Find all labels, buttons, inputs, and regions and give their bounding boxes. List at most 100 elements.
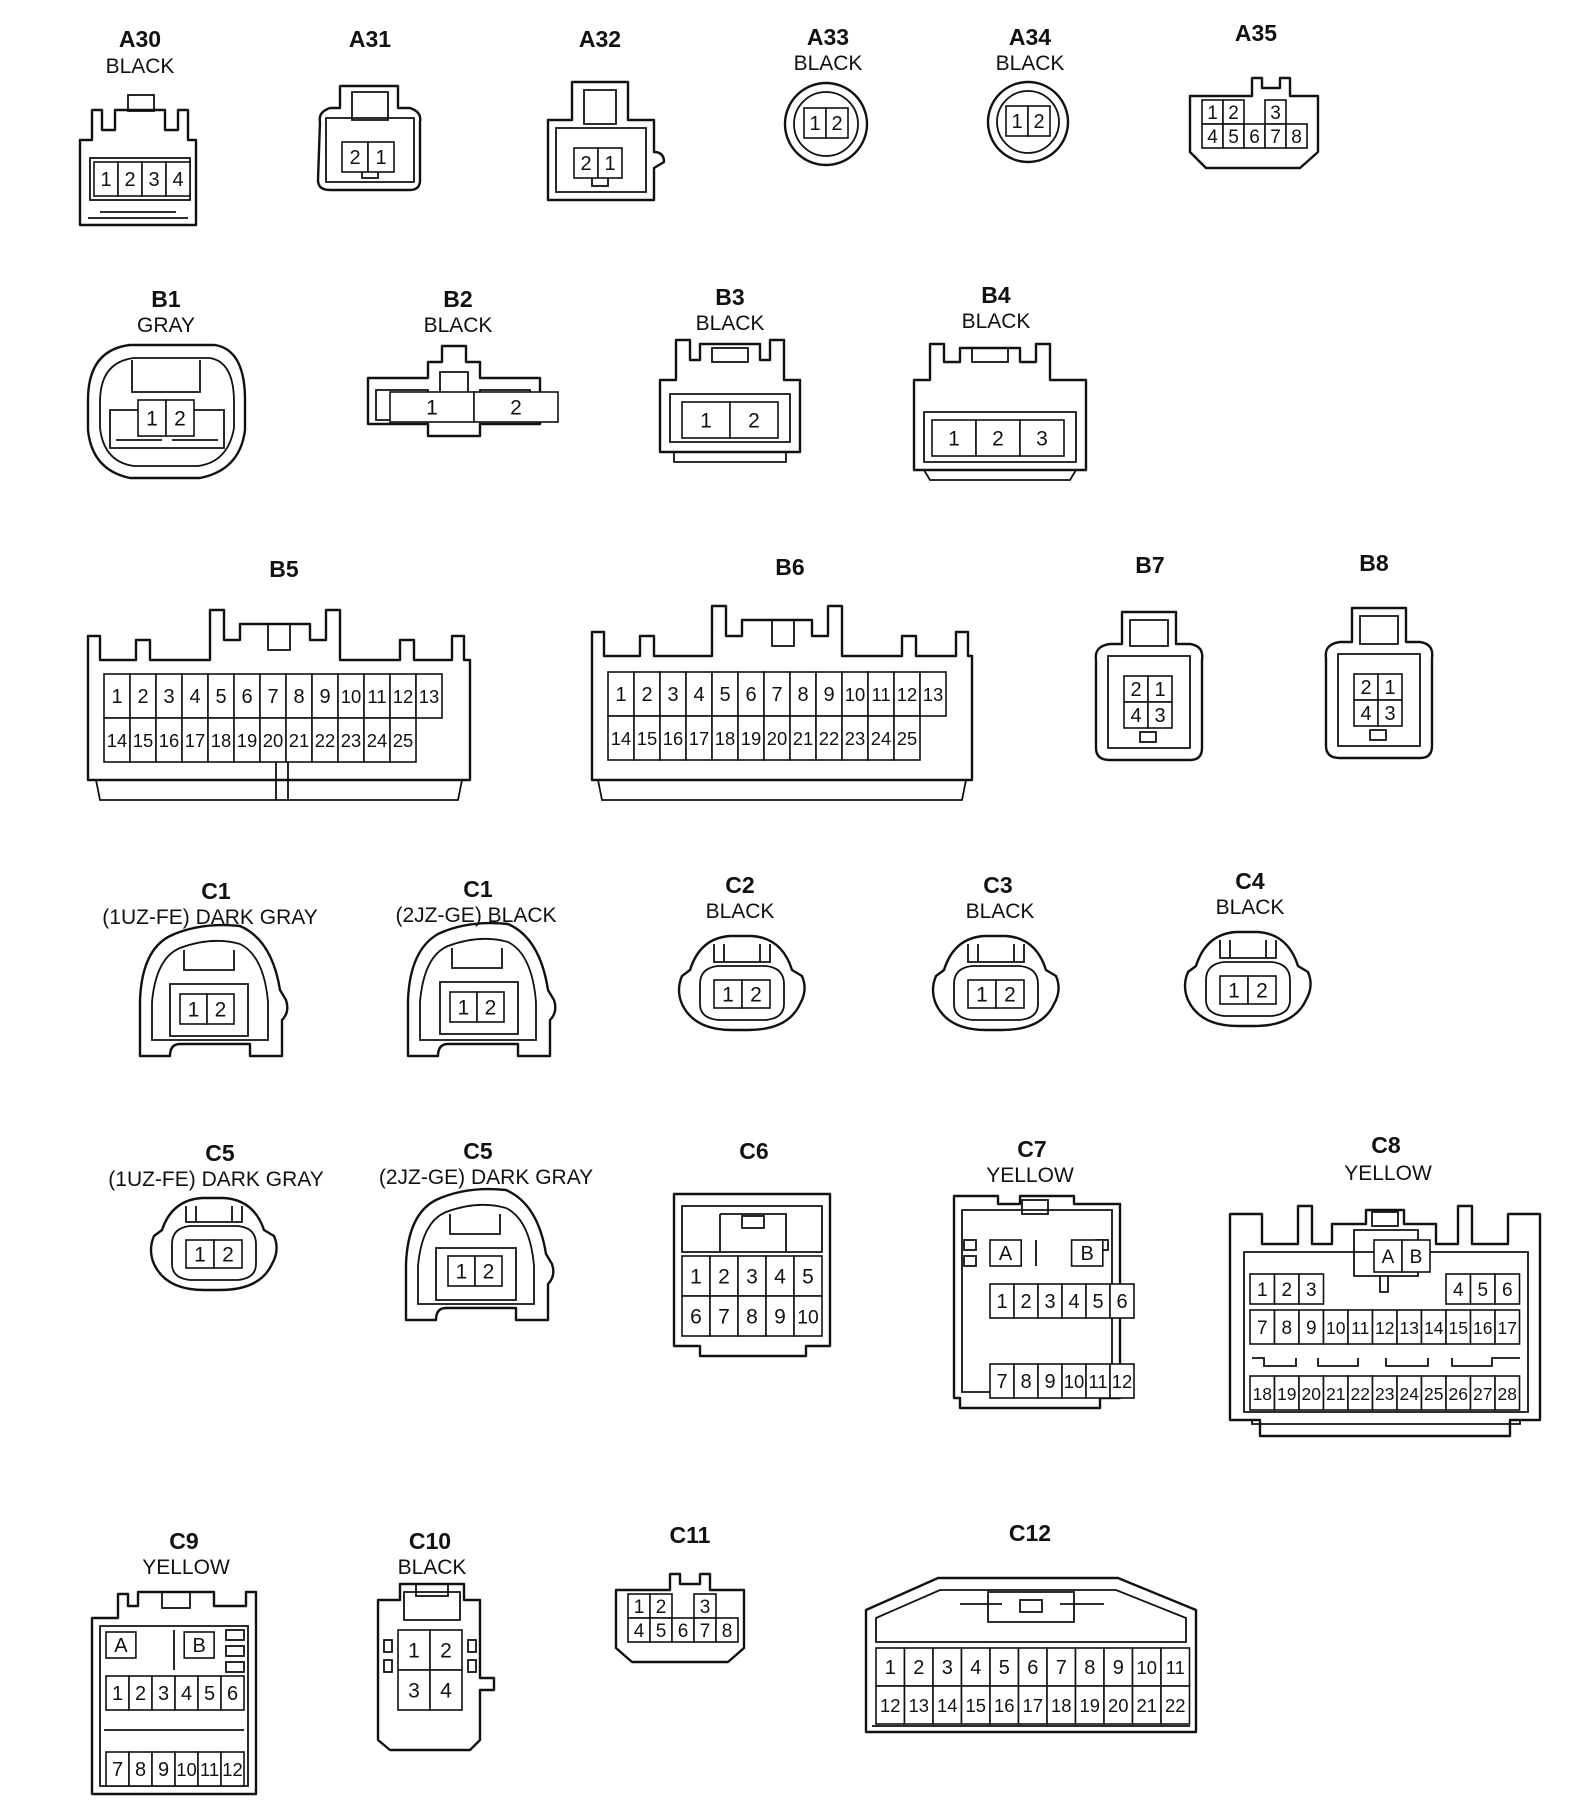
pin-cell xyxy=(1027,105,1051,137)
pin-cell xyxy=(1109,1283,1135,1319)
pin-number: 3 xyxy=(148,169,159,191)
pin-number: 2 xyxy=(215,999,227,1022)
pin-cell xyxy=(741,979,771,1009)
pin-number: 8 xyxy=(1084,1657,1095,1679)
pin-number: 2 xyxy=(440,1640,452,1663)
pin-number: 11 xyxy=(1351,1318,1369,1338)
pin-number: 2 xyxy=(1256,980,1268,1003)
pin-number: 9 xyxy=(319,686,330,708)
pin-number: 3 xyxy=(746,1266,758,1289)
pin-cell xyxy=(1396,1309,1423,1345)
pin-number: 25 xyxy=(1424,1384,1443,1404)
pin-cell xyxy=(155,673,183,719)
connector-id: B5 xyxy=(269,556,299,582)
pin-number: 5 xyxy=(1228,127,1239,148)
connector-color: GRAY xyxy=(137,314,195,337)
pin-cell xyxy=(1396,1375,1423,1411)
pin-cell xyxy=(989,1283,1015,1319)
pin-number: 11 xyxy=(1088,1371,1107,1392)
pin-cell xyxy=(989,1239,1023,1267)
pin-number: 6 xyxy=(227,1683,238,1705)
pin-cell xyxy=(105,1631,137,1659)
connector-b5-drawing xyxy=(86,608,472,801)
pin-number: 2 xyxy=(913,1657,924,1679)
connector-c4-drawing xyxy=(1183,930,1312,1028)
connector-id: A34 xyxy=(1008,24,1052,50)
pin-number: 10 xyxy=(845,684,865,705)
connector-id: C12 xyxy=(1008,1520,1052,1546)
pin-number: 3 xyxy=(1270,103,1281,124)
pin-number: B xyxy=(1081,1243,1094,1265)
connector-b7-drawing xyxy=(1094,610,1204,762)
pin-number: 4 xyxy=(693,684,704,706)
pin-number: 5 xyxy=(215,686,226,708)
connector-color: (2JZ-GE) DARK GRAY xyxy=(378,1166,594,1189)
pin-number: 12 xyxy=(393,686,413,707)
pin-number: 1 xyxy=(1257,1280,1268,1301)
pin-cell xyxy=(1322,1309,1349,1345)
pin-cell xyxy=(213,1239,243,1269)
pin-number: 3 xyxy=(1036,428,1048,451)
pin-number: 2 xyxy=(1360,677,1371,699)
pin-number: 12 xyxy=(1375,1318,1394,1338)
pin-number: 2 xyxy=(1130,679,1141,701)
pin-number: 4 xyxy=(1453,1280,1464,1301)
connector-color: BLACK xyxy=(995,52,1065,75)
pin-number: 11 xyxy=(367,686,386,707)
pin-cell xyxy=(1353,673,1379,701)
pin-number: 6 xyxy=(1502,1280,1513,1301)
pin-cell xyxy=(597,147,623,179)
connector-id: C3 xyxy=(983,872,1013,898)
pin-number: 8 xyxy=(722,1621,733,1642)
connector-id: C6 xyxy=(739,1138,769,1164)
pin-cell xyxy=(1298,1375,1325,1411)
connector-id: C1 xyxy=(201,878,231,904)
pin-number: 2 xyxy=(135,1683,146,1705)
pin-cell xyxy=(1298,1273,1325,1305)
pin-cell xyxy=(476,991,505,1023)
connector-c1b-drawing xyxy=(406,921,557,1058)
pin-cell xyxy=(1401,1239,1431,1273)
pin-number: 1 xyxy=(112,1683,123,1705)
pin-cell xyxy=(341,141,369,173)
pin-number: 15 xyxy=(966,1695,986,1716)
pin-cell xyxy=(155,717,183,763)
pin-number: 18 xyxy=(211,730,231,751)
pin-cell xyxy=(1017,1685,1048,1725)
pin-number: 10 xyxy=(1064,1371,1084,1392)
pin-cell xyxy=(183,1631,215,1659)
pin-number: 20 xyxy=(263,730,283,751)
pin-number: 6 xyxy=(690,1306,702,1329)
pin-number: 17 xyxy=(689,728,709,749)
pin-number: 7 xyxy=(771,684,782,706)
pin-cell xyxy=(220,1675,245,1711)
pin-number: 10 xyxy=(176,1759,196,1780)
pin-cell xyxy=(1085,1283,1111,1319)
pin-cell xyxy=(789,715,817,761)
pin-cell xyxy=(1160,1647,1191,1687)
pin-cell xyxy=(737,1255,767,1297)
pin-cell xyxy=(765,1255,795,1297)
connector-c3-drawing xyxy=(931,934,1060,1032)
pin-number: 6 xyxy=(1116,1291,1127,1313)
pin-number: 1 xyxy=(996,1291,1007,1313)
pin-number: 2 xyxy=(485,997,497,1020)
pin-number: 2 xyxy=(718,1266,730,1289)
pin-cell xyxy=(1445,1375,1472,1411)
pin-number: 17 xyxy=(1023,1695,1043,1716)
pin-number: 7 xyxy=(267,686,278,708)
pin-number: 14 xyxy=(611,728,631,749)
pin-number: 7 xyxy=(996,1371,1007,1393)
pin-number: 13 xyxy=(909,1695,929,1716)
pin-number: A xyxy=(1382,1247,1395,1268)
